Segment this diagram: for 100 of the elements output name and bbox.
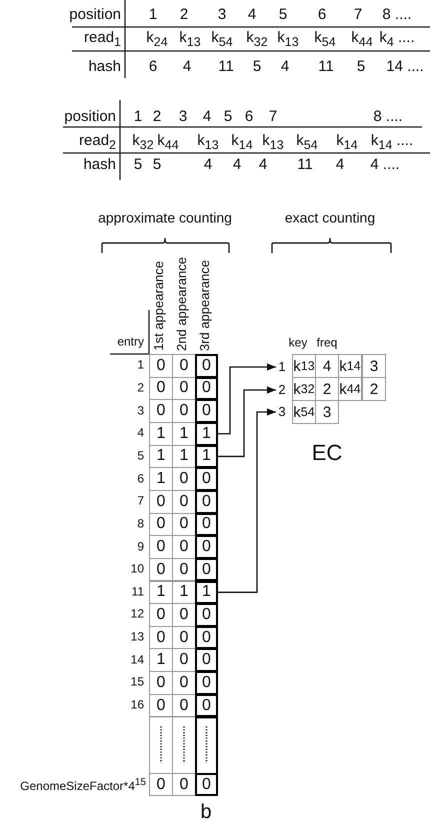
hash-table-cell: 2 — [362, 377, 386, 401]
matrix-cell: 0 — [195, 535, 218, 559]
table-value: 7 — [268, 108, 278, 126]
figure-label: EC — [312, 440, 342, 466]
panel-letter: b — [200, 801, 212, 823]
arrow — [218, 408, 276, 593]
column-header: key — [288, 336, 308, 350]
entry-number: 1 — [137, 358, 144, 372]
entry-number: 13 — [130, 630, 144, 644]
entry-number: 4 — [137, 426, 144, 440]
entry-number: 11 — [132, 585, 144, 598]
column-header: 1st appearance — [152, 261, 167, 351]
table-value: k$_{44}$ — [351, 30, 373, 50]
row-label: read$_{1}$ — [84, 30, 121, 50]
table-value: k$_{14}$ — [231, 133, 253, 153]
table-value: 14 .... — [386, 58, 424, 76]
row-number: 3 — [278, 404, 286, 420]
table-value: 4 — [204, 156, 212, 174]
table-value: k$_{13}$ — [262, 133, 284, 153]
hash-table-cell: 3 — [315, 400, 339, 424]
entry-number: 6 — [137, 472, 144, 486]
table-value: 1 — [134, 108, 142, 126]
row-label: position — [64, 108, 116, 126]
table-value: 4 — [248, 6, 256, 24]
matrix-cell: 1 — [195, 444, 218, 468]
matrix-cell: 0 — [195, 354, 218, 378]
table-value: 2 — [152, 108, 162, 126]
matrix-cell: 0 — [195, 694, 218, 718]
matrix-cell: 0 — [195, 376, 218, 400]
arrow — [218, 386, 276, 458]
entry-number: GenomeSizeFactor*4$^{15}$ — [20, 776, 146, 794]
table-value: k$_{14}$ .... — [370, 133, 414, 153]
column-header: entry — [117, 335, 144, 349]
entry-number: 12 — [130, 608, 144, 622]
matrix-cell: 0 — [195, 399, 218, 423]
table-value: 4 — [232, 156, 242, 174]
matrix-cell: 0 — [149, 354, 173, 378]
table-value: k$_{13}$ — [277, 30, 299, 50]
table-value: 5 — [134, 156, 142, 174]
entry-number: 5 — [137, 449, 144, 463]
row-label: read$_{2}$ — [79, 133, 116, 153]
table-value: 4 — [336, 156, 344, 174]
column-header: 3rd appearance — [198, 260, 213, 351]
matrix-cell: 0 — [149, 773, 173, 796]
table-value: 11 — [318, 58, 334, 76]
table-value: 4 — [258, 156, 268, 174]
table-value: 4 .... — [370, 156, 400, 174]
section-heading: approximate counting — [98, 210, 232, 226]
table-value: 8 .... — [382, 6, 412, 24]
table-value: 7 — [354, 6, 362, 24]
table-value: k$_{32}$ — [246, 30, 268, 50]
entry-number: 14 — [130, 653, 144, 666]
section-heading: exact counting — [284, 210, 376, 226]
matrix-cell: 1 — [195, 422, 218, 446]
matrix-cell: 0 — [195, 512, 218, 536]
row-label: hash — [88, 58, 121, 76]
table-value: 3 — [178, 108, 188, 126]
table-value: 6 — [244, 108, 254, 126]
entry-number: 9 — [137, 540, 144, 554]
table-value: 6 — [318, 6, 326, 24]
table-value: k$_{4}$ .... — [379, 30, 415, 50]
matrix-cell: 0 — [195, 603, 218, 627]
arrow — [218, 363, 276, 434]
column-header: freq — [316, 336, 338, 350]
column-header: 2nd appearance — [175, 257, 190, 351]
table-value: 11 — [297, 156, 313, 174]
matrix-cell: 0 — [195, 773, 218, 796]
matrix-cell: 0 — [195, 467, 218, 491]
table-value: 5 — [252, 58, 262, 76]
table-value: 8 .... — [373, 108, 403, 126]
matrix-cell: 1 — [195, 580, 218, 604]
matrix-cell: 0 — [195, 490, 218, 514]
table-value: k$_{54}$ — [296, 133, 318, 153]
entry-number: 3 — [137, 404, 144, 418]
table-value: k$_{54}$ — [314, 30, 336, 50]
table-value: 1 — [148, 6, 158, 24]
table-value: 4 — [202, 108, 212, 126]
table-value: k$_{54}$ — [211, 30, 233, 50]
table-value: 5 — [356, 58, 366, 76]
entry-number: 8 — [137, 517, 144, 530]
table-value: k$_{14}$ — [336, 133, 358, 153]
matrix-cell: 0 — [149, 694, 173, 718]
matrix-cell: 0 — [195, 648, 218, 672]
matrix-cell: 0 — [195, 626, 218, 650]
row-number: 1 — [278, 360, 286, 374]
entry-number: 2 — [137, 381, 144, 395]
table-value: 5 — [224, 108, 232, 126]
table-value: k$_{13}$ — [197, 133, 219, 153]
entry-number: 15 — [130, 676, 144, 690]
matrix-cell: 0 — [195, 558, 218, 582]
table-value: k$_{32}$ — [132, 133, 154, 153]
table-value: 5 — [278, 6, 288, 24]
table-value: 4 — [280, 58, 290, 76]
entry-number: 10 — [130, 562, 144, 576]
table-value: 3 — [218, 6, 226, 24]
row-number: 2 — [278, 382, 286, 398]
row-label: position — [69, 6, 121, 24]
table-value: k$_{44}$ — [157, 133, 179, 153]
table-value: k$_{24}$ — [146, 30, 168, 50]
table-value: k$_{13}$ — [179, 30, 201, 50]
